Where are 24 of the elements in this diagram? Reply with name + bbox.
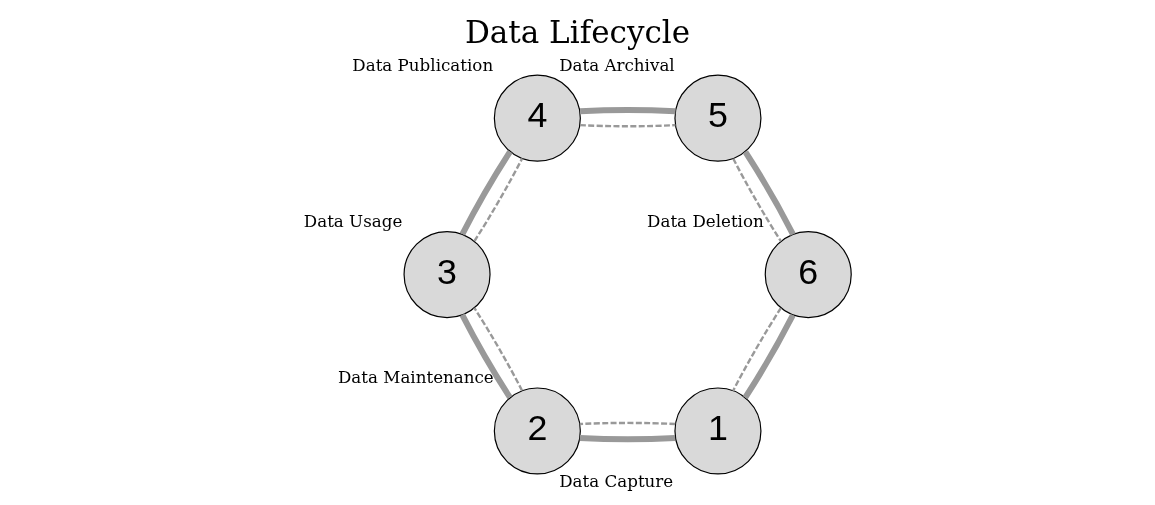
connector	[742, 150, 796, 236]
node-label: Data Archival	[559, 54, 675, 75]
connector	[580, 107, 676, 115]
connector	[742, 313, 796, 400]
connector	[732, 307, 782, 392]
node-circle: 3	[403, 231, 491, 319]
node-circle: 2	[493, 387, 581, 475]
connector	[580, 123, 676, 128]
connector	[579, 421, 676, 426]
connector	[473, 307, 524, 391]
node-circle: 6	[764, 231, 852, 319]
node-label: Data Usage	[303, 211, 403, 232]
node-circle: 1	[674, 387, 762, 475]
connector	[579, 434, 676, 443]
node-label: Data Publication	[352, 54, 494, 75]
connector	[459, 313, 513, 399]
node-label: Data Deletion	[647, 211, 764, 232]
node-circle: 4	[493, 74, 581, 162]
node-label: Data Maintenance	[337, 367, 494, 388]
connector	[732, 158, 782, 242]
connector	[473, 157, 524, 242]
node-circle: 5	[674, 74, 762, 162]
connector	[459, 149, 513, 236]
diagram-title: Data Lifecycle	[464, 13, 691, 50]
